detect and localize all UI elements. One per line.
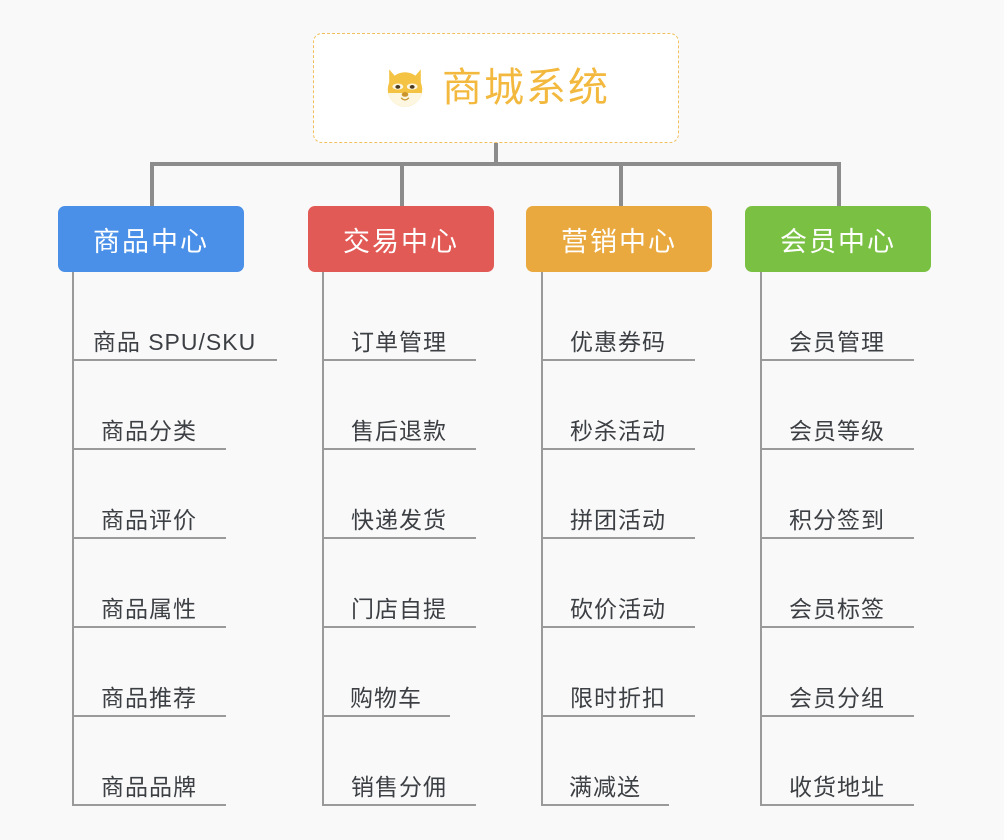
leaf-label: 销售分佣	[351, 773, 447, 800]
leaf-item[interactable]: 购物车	[322, 628, 450, 717]
category-box-1[interactable]: 交易中心	[308, 206, 494, 272]
category-box-3[interactable]: 会员中心	[745, 206, 931, 272]
connector-drop-1	[150, 162, 154, 206]
leaf-label: 商品属性	[101, 595, 197, 622]
category-label-2: 营销中心	[561, 226, 677, 257]
leaf-item[interactable]: 满减送	[541, 717, 669, 806]
leaf-item[interactable]: 会员等级	[760, 361, 914, 450]
leaf-item[interactable]: 收货地址	[760, 717, 914, 806]
leaf-spine-2	[541, 272, 543, 806]
category-box-2[interactable]: 营销中心	[526, 206, 712, 272]
leaf-label: 会员等级	[789, 417, 885, 444]
leaf-item[interactable]: 商品属性	[72, 539, 226, 628]
leaf-label: 秒杀活动	[570, 417, 666, 444]
connector-drop-3	[619, 162, 623, 206]
leaf-label: 快递发货	[351, 506, 447, 533]
leaf-item[interactable]: 订单管理	[322, 272, 476, 361]
leaf-label: 会员管理	[789, 328, 885, 355]
leaf-item[interactable]: 优惠券码	[541, 272, 695, 361]
category-label-0: 商品中心	[93, 226, 209, 257]
leaf-label: 会员分组	[789, 684, 885, 711]
connector-root-stem	[494, 143, 498, 164]
category-label-3: 会员中心	[780, 226, 896, 257]
leaf-label: 购物车	[350, 684, 422, 711]
leaf-label: 商品评价	[101, 506, 197, 533]
leaf-label: 满减送	[569, 773, 641, 800]
leaf-item[interactable]: 商品分类	[72, 361, 226, 450]
leaf-item[interactable]: 商品 SPU/SKU	[72, 272, 277, 361]
leaf-label: 拼团活动	[570, 506, 666, 533]
leaf-item[interactable]: 秒杀活动	[541, 361, 695, 450]
connector-drop-2	[400, 162, 404, 206]
leaf-label: 优惠券码	[570, 328, 666, 355]
leaf-label: 售后退款	[351, 417, 447, 444]
leaf-label: 收货地址	[789, 773, 885, 800]
leaf-spine-0	[72, 272, 74, 806]
leaf-spine-1	[322, 272, 324, 806]
leaf-item[interactable]: 限时折扣	[541, 628, 695, 717]
category-box-0[interactable]: 商品中心	[58, 206, 244, 272]
connector-drop-4	[837, 162, 841, 206]
root-label: 商城系统	[442, 66, 610, 110]
dog-face-icon	[387, 69, 423, 109]
root-node[interactable]: 商城系统	[313, 33, 679, 143]
leaf-label: 限时折扣	[570, 684, 666, 711]
leaf-label: 订单管理	[351, 328, 447, 355]
leaf-label: 会员标签	[789, 595, 885, 622]
leaf-item[interactable]: 积分签到	[760, 450, 914, 539]
leaf-spine-3	[760, 272, 762, 806]
leaf-label: 门店自提	[351, 595, 447, 622]
leaf-item[interactable]: 会员分组	[760, 628, 914, 717]
leaf-label: 砍价活动	[570, 595, 666, 622]
leaf-item[interactable]: 会员管理	[760, 272, 914, 361]
category-label-1: 交易中心	[343, 226, 459, 257]
leaf-label: 商品推荐	[101, 684, 197, 711]
leaf-label: 商品品牌	[101, 773, 197, 800]
leaf-label: 商品分类	[101, 417, 197, 444]
leaf-item[interactable]: 销售分佣	[322, 717, 476, 806]
leaf-item[interactable]: 商品品牌	[72, 717, 226, 806]
leaf-label: 商品 SPU/SKU	[92, 328, 257, 355]
leaf-item[interactable]: 会员标签	[760, 539, 914, 628]
leaf-item[interactable]: 拼团活动	[541, 450, 695, 539]
leaf-label: 积分签到	[789, 506, 885, 533]
leaf-item[interactable]: 商品推荐	[72, 628, 226, 717]
leaf-item[interactable]: 门店自提	[322, 539, 476, 628]
leaf-item[interactable]: 砍价活动	[541, 539, 695, 628]
connector-horizontal-bus	[150, 162, 841, 166]
leaf-item[interactable]: 售后退款	[322, 361, 476, 450]
leaf-item[interactable]: 快递发货	[322, 450, 476, 539]
leaf-item[interactable]: 商品评价	[72, 450, 226, 539]
